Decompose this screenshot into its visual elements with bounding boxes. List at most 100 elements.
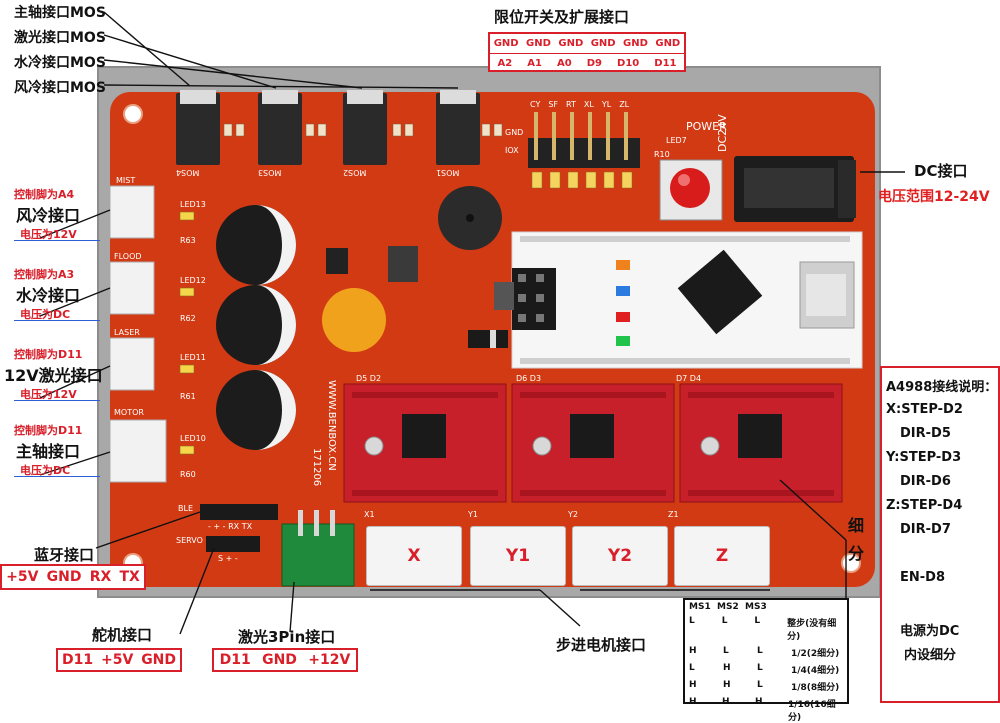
mcu-chip	[677, 249, 763, 335]
table-row: H H H 1/16(16细分)	[685, 693, 847, 723]
spindle-name-label: 主轴接口	[16, 442, 81, 461]
ms-cell: L	[757, 663, 763, 673]
servo-pin-d11: D11	[61, 652, 94, 668]
a4988-x-step: X:STEP-D2	[886, 402, 963, 417]
stepper-y2-label: Y2	[607, 546, 633, 566]
laser12-volt-label: 电压为12V	[20, 388, 77, 401]
a4988-power2: 内设细分	[904, 648, 957, 663]
air-pin-label: 控制脚为A4	[14, 188, 75, 201]
air-name-label: 风冷接口	[16, 206, 81, 225]
ms1-header: MS1	[689, 602, 711, 612]
limit-gnd-2: GND	[558, 38, 584, 49]
pcb-r62-label: R62	[180, 314, 196, 323]
bt-pin-tx: TX	[119, 569, 140, 585]
pcb-r63-label: R63	[180, 236, 196, 245]
pcb-website: WWW.BENBOX.CN	[326, 380, 337, 471]
water-name-label: 水冷接口	[16, 286, 81, 305]
laser-pin-12v: +12V	[308, 652, 351, 668]
pcb-power-label: POWER	[686, 120, 727, 133]
bt-pin-gnd: GND	[46, 569, 82, 585]
ms-cell: L	[689, 616, 695, 626]
limit-pin-a2: A2	[497, 57, 513, 69]
pcb-driver1-label: D5 D2	[356, 374, 382, 383]
stepper-connector-y2: Y2	[572, 526, 668, 586]
ms-result: 1/2(2细分)	[791, 649, 840, 659]
pcb-mos3-label: MOS3	[258, 168, 282, 177]
pcb-ble-pins-label: - + - RX TX	[208, 522, 253, 531]
laser12-pin-label: 控制脚为D11	[14, 348, 83, 361]
air-volt-label: 电压为12V	[20, 228, 77, 241]
mount-hole	[123, 104, 143, 124]
bt-pin-5v: +5V	[6, 569, 39, 585]
pcb-rt: RT	[566, 100, 576, 109]
bt-pin-rx: RX	[89, 569, 112, 585]
pcb-laser-label: LASER	[114, 328, 140, 337]
stepper-title: 步进电机接口	[556, 636, 647, 654]
limit-pin-d10: D10	[617, 57, 640, 69]
pcb-yl: YL	[601, 100, 612, 109]
water-volt-label: 电压为DC	[20, 308, 71, 321]
pcb-servo-pins-label: S + -	[218, 554, 238, 563]
limit-pin-a1: A1	[527, 57, 542, 69]
pcb-xl: XL	[583, 100, 594, 109]
pcb-cy: CY	[530, 100, 541, 109]
limit-gnd-1: GND	[526, 38, 551, 49]
limit-table: GND GND GND GND GND GND A2 A1 A0 D9 D10 …	[488, 32, 686, 72]
a4988-z-dir: DIR-D7	[900, 522, 951, 537]
pcb-mos2-label: MOS2	[343, 168, 367, 177]
stepper-y1-label: Y1	[505, 546, 531, 566]
limit-gnd-row: GND GND GND GND GND GND	[490, 34, 684, 54]
pcb-led7-label: LED7	[666, 136, 687, 145]
pcb-date: 171206	[311, 448, 322, 487]
limit-header	[528, 112, 640, 189]
ms-cell: H	[689, 697, 697, 707]
left-connectors	[109, 185, 167, 483]
limit-pin-row: A2 A1 A0 D9 D10 D11	[490, 54, 684, 72]
stepper-connector-z: Z	[674, 526, 770, 586]
microstep-label-1: 细	[848, 516, 865, 535]
board-svg	[39, 11, 905, 635]
pcb-r61-label: R61	[180, 392, 196, 401]
dc-title: DC接口	[914, 162, 968, 180]
a4988-title: A4988接线说明：	[886, 380, 998, 395]
dc-range: 电压范围12-24V	[878, 189, 990, 205]
a4988-power1: 电源为DC	[900, 624, 960, 639]
limit-gnd-0: GND	[493, 38, 519, 49]
stepper-z-label: Z	[715, 546, 729, 566]
capacitors	[216, 205, 296, 450]
ms-cell: H	[723, 680, 731, 690]
ceramic-cap	[322, 288, 386, 352]
bluetooth-title: 蓝牙接口	[34, 546, 95, 564]
mos-air-label: 风冷接口MOS	[14, 80, 106, 96]
mos-water-label: 水冷接口MOS	[14, 55, 106, 71]
a4988-en: EN-D8	[900, 570, 945, 585]
pcb-led13-label: LED13	[180, 200, 206, 209]
ms-cell: H	[721, 697, 730, 707]
limit-gnd-3: GND	[590, 38, 616, 49]
ms-cell: L	[721, 616, 728, 626]
limit-pin-a0: A0	[556, 57, 572, 69]
a4988-wiring-box: A4988接线说明： X:STEP-D2 DIR-D5 Y:STEP-D3 DI…	[880, 366, 1000, 703]
pcb-motor-label: MOTOR	[114, 408, 144, 417]
laser-pin-gnd: GND	[262, 652, 297, 668]
ms-result: 1/8(8细分)	[791, 683, 840, 693]
mos-laser-label: 激光接口MOS	[14, 30, 106, 46]
pcb-zl: ZL	[619, 100, 630, 109]
a4988-x-dir: DIR-D5	[900, 426, 951, 441]
pcb-iox-label: IOX	[505, 146, 519, 155]
pcb-mos4-label: MOS4	[176, 168, 200, 177]
pcb-r10-label: R10	[654, 150, 670, 159]
spindle-volt-label: 电压为DC	[20, 464, 71, 477]
pcb-ble-label: BLE	[178, 504, 193, 513]
laser3pin-pins-box: D11 GND +12V	[212, 648, 358, 672]
ms-result: 1/16(16细分)	[787, 700, 836, 723]
stepper-connector-y1: Y1	[470, 526, 566, 586]
laser3pin-title: 激光3Pin接口	[238, 628, 336, 646]
pcb-led10-label: LED10	[180, 434, 206, 443]
ms-cell: H	[754, 697, 763, 707]
servo-pins-box: D11 +5V GND	[56, 648, 182, 672]
pcb-mist-label: MIST	[116, 176, 136, 185]
